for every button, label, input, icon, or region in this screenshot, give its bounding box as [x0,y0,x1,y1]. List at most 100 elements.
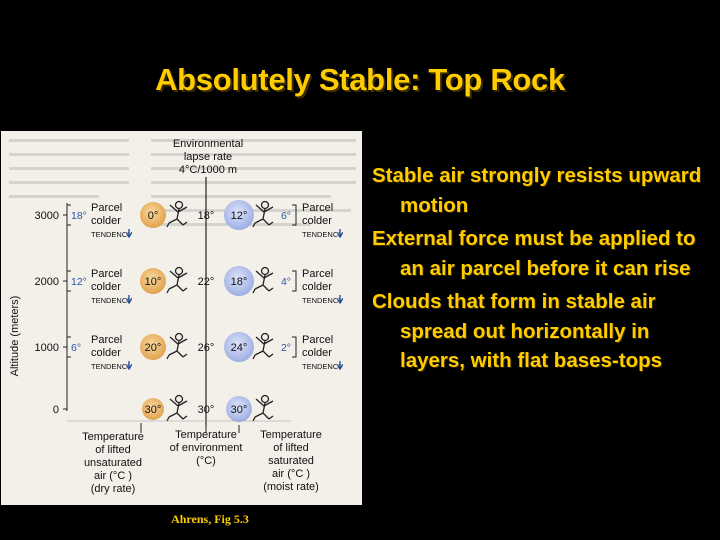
stability-diagram-svg: Environmental lapse rate 4°C/1000 m Alti… [9,138,356,495]
left-tendency-arrow [125,229,133,239]
moist-climber-figure-head [260,266,270,276]
slide-title: Absolutely Stable: Top Rock [155,62,565,97]
figure-caption: Ahrens, Fig 5.3 [171,512,249,526]
dry-climber-figure-head [174,332,184,342]
moist-climber-figure-head [260,332,270,342]
left-tendency-label: TENDENCY [91,362,132,371]
left-parcel-label: Parcel [91,268,122,280]
dry-parcel-shape [140,268,166,294]
left-temp-difference: 18° [71,210,87,222]
dry-climber-figure-head [174,394,184,404]
altitude-tick-label: 2000 [35,276,59,288]
environment-temp: 26° [198,342,215,354]
moist-climber-figure [252,266,274,294]
dry-parcel-shape [142,398,164,420]
moist-parcel: 24° [224,332,254,362]
dry-parcel: 10° [140,268,166,294]
left-tendency-label: TENDENCY [91,230,132,239]
bullet-item: Clouds that form in stable air spread ou… [372,290,663,372]
moist-parcel-temp: 12° [231,210,248,222]
stability-diagram: Environmental lapse rate 4°C/1000 m Alti… [1,131,362,505]
moist-climber-figure-body [252,336,274,360]
altitude-axis-label: Altitude (meters) [9,296,21,377]
environment-caption: Temperature [175,429,237,441]
moist-climber-figure-body [252,398,274,422]
dry-climber-figure [166,200,188,228]
right-tendency-label: TENDENCY [302,362,343,371]
altitude-tick-label: 1000 [35,342,59,354]
environment-caption: of environment [170,442,243,454]
left-parcel-label: Parcel [91,202,122,214]
dry-parcel-shape [140,334,166,360]
moist-rate-caption: of lifted [273,442,308,454]
moist-rate-caption: (moist rate) [263,481,319,493]
right-colder-label: colder [302,281,332,293]
moist-parcel: 18° [224,266,254,296]
environment-temp: 18° [198,210,215,222]
moist-climber-figure-head [260,200,270,210]
dry-parcel-shape [140,202,166,228]
right-parcel-label: Parcel [302,268,333,280]
right-tendency-arrow [336,295,344,305]
moist-climber-figure-body [252,270,274,294]
dry-rate-caption: air (°C ) [94,470,132,482]
dry-parcel: 30° [142,398,164,420]
moist-climber-figure-head [260,394,270,404]
left-parcel-label: Parcel [91,334,122,346]
right-temp-difference: 4° [281,276,291,288]
left-bracket [66,336,71,358]
dry-climber-figure [166,332,188,360]
dry-rate-caption: (dry rate) [91,483,136,495]
left-tendency-arrow [125,361,133,371]
moist-parcel: 30° [226,396,252,422]
right-temp-difference: 6° [281,210,291,222]
dry-parcel-temp: 20° [145,342,162,354]
right-tendency-label: TENDENCY [302,230,343,239]
environment-caption: (°C) [196,455,216,467]
moist-parcel-shape [226,396,252,422]
moist-parcel-temp: 18° [231,276,248,288]
moist-parcel-temp: 24° [231,342,248,354]
right-tendency-label: TENDENCY [302,296,343,305]
moist-climber-figure [252,332,274,360]
bullet-item: Stable air strongly resists upward motio… [372,164,702,217]
moist-climber-figure [252,394,274,422]
left-tendency-label: TENDENCY [91,296,132,305]
altitude-tick-label: 3000 [35,210,59,222]
dry-rate-caption: unsaturated [84,457,142,469]
moist-parcel-shape [224,200,254,230]
right-bracket [292,270,297,292]
dry-climber-figure-body [166,204,188,228]
left-bracket [66,270,71,292]
dry-parcel-temp: 0° [148,210,159,222]
bullet-item: External force must be applied to an air… [372,227,696,280]
dry-rate-caption: of lifted [95,444,130,456]
dry-rate-caption: Temperature [82,431,144,443]
left-bracket [66,204,71,226]
dry-climber-figure-body [166,398,188,422]
right-temp-difference: 2° [281,342,291,354]
dry-climber-figure-head [174,200,184,210]
moist-parcel-temp: 30° [231,404,248,416]
dry-parcel-temp: 10° [145,276,162,288]
dry-climber-figure-head [174,266,184,276]
left-temp-difference: 12° [71,276,87,288]
dry-climber-figure-body [166,270,188,294]
moist-rate-caption: saturated [268,455,314,467]
left-tendency-arrow [125,295,133,305]
right-parcel-label: Parcel [302,334,333,346]
right-bracket [292,204,297,226]
right-tendency-arrow [336,229,344,239]
moist-climber-figure [252,200,274,228]
dry-parcel: 0° [140,202,166,228]
env-header-line-3: 4°C/1000 m [179,164,237,176]
environment-temp: 22° [198,276,215,288]
right-colder-label: colder [302,347,332,359]
right-tendency-arrow [336,361,344,371]
dry-climber-figure-body [166,336,188,360]
dry-climber-figure [166,394,188,422]
moist-climber-figure-body [252,204,274,228]
